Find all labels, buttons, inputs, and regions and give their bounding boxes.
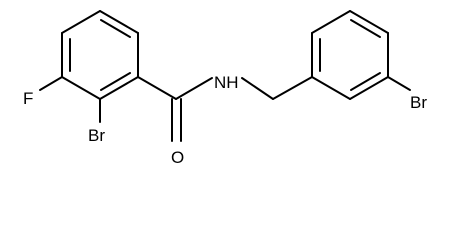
- left-benzene-ring: [61, 10, 139, 100]
- ring-bond: [61, 10, 101, 34]
- right-benzene-ring: [311, 10, 389, 100]
- ring-bond: [349, 76, 389, 100]
- bromine-ortho-label: Br: [88, 126, 105, 145]
- fluorine-label: F: [23, 89, 33, 108]
- c-carbonyl-bond: [137, 76, 177, 100]
- c-br-meta-bond: [387, 76, 411, 91]
- oxygen-label: O: [171, 148, 184, 167]
- structure-canvas: F Br O NH Br: [23, 10, 427, 167]
- n-ch2-bond: [241, 77, 274, 100]
- ring-bond: [349, 10, 389, 34]
- nh-label: NH: [214, 73, 239, 92]
- ring-bond: [61, 76, 101, 100]
- ring-bond: [311, 76, 351, 100]
- bromine-meta-label: Br: [410, 93, 427, 112]
- ring-bond: [311, 10, 351, 34]
- molecule-drawing: F Br O NH Br: [23, 10, 427, 167]
- ring-double-bond: [100, 72, 131, 91]
- ring-bond: [99, 76, 139, 100]
- ring-double-bond: [350, 72, 381, 91]
- c-f-bond: [39, 76, 63, 91]
- ring-double-bond: [100, 19, 131, 38]
- ring-bond: [99, 10, 139, 34]
- ch2-ring-bond: [272, 76, 313, 100]
- c-n-bond: [175, 77, 213, 100]
- ring-double-bond: [350, 19, 381, 38]
